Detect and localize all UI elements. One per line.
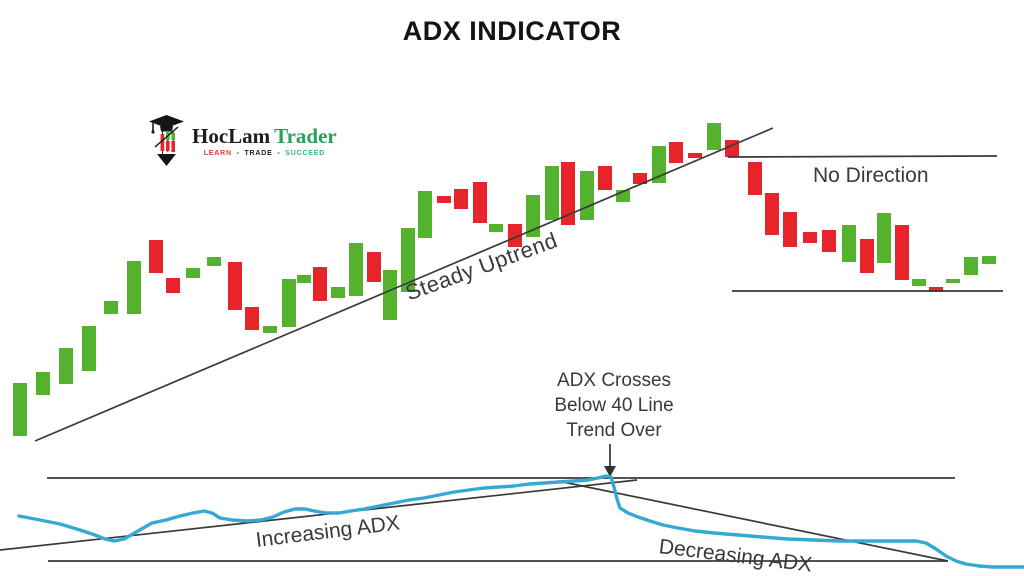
candle-down [561, 162, 575, 225]
adx-crosses-line3: Trend Over [566, 420, 662, 441]
candle-up [946, 279, 960, 283]
adx-crosses-line2: Below 40 Line [554, 395, 674, 416]
candle-down [367, 252, 381, 282]
candle-down [748, 162, 762, 195]
candle-down [245, 307, 259, 330]
candle-up [36, 372, 50, 395]
candle-down [895, 225, 909, 280]
candle-up [263, 326, 277, 333]
candle-down [598, 166, 612, 190]
label-adx-crosses-annotation: ADX Crosses Below 40 Line Trend Over [536, 368, 692, 443]
candle-up [842, 225, 856, 262]
candle-down [822, 230, 836, 252]
tagline-trade: TRADE [244, 150, 273, 157]
brand-name-primary: HocLam [192, 124, 271, 148]
candle-up [580, 171, 594, 220]
candle-down [313, 267, 327, 301]
candle-up [127, 261, 141, 314]
candle-up [331, 287, 345, 298]
candle-up [59, 348, 73, 384]
graduation-cap-candles-icon [149, 115, 184, 166]
candle-down [929, 287, 943, 292]
adx-falling-trendline [557, 480, 949, 562]
uptrend-line [34, 127, 774, 442]
candle-up [652, 146, 666, 183]
candle-up [526, 195, 540, 237]
candle-down [508, 224, 522, 247]
brand-tagline: LEARN - TRADE - SUCCEED [192, 150, 337, 157]
candle-up [82, 326, 96, 371]
candle-down [765, 193, 779, 235]
candle-up [186, 268, 200, 278]
candle-up [104, 301, 118, 314]
candle-up [418, 191, 432, 238]
tagline-separator: - [236, 150, 240, 157]
page-title: ADX INDICATOR [402, 16, 622, 46]
candle-down [149, 240, 163, 273]
candle-up [13, 383, 27, 436]
brand-name-secondary: Trader [274, 124, 337, 148]
candle-down [688, 153, 702, 158]
candle-up [383, 270, 397, 320]
candle-down [669, 142, 683, 163]
candle-up [545, 166, 559, 220]
candle-up [964, 257, 978, 275]
candle-down [166, 278, 180, 293]
candle-up [282, 279, 296, 327]
tagline-learn: LEARN [203, 150, 232, 157]
adx-crosses-line1: ADX Crosses [556, 370, 672, 391]
tagline-separator: - [277, 150, 281, 157]
candle-down [860, 239, 874, 273]
candle-down [454, 189, 468, 209]
candle-up [297, 275, 311, 283]
no-direction-top-line [727, 155, 998, 158]
candle-down [228, 262, 242, 310]
candle-up [982, 256, 996, 264]
candle-up [349, 243, 363, 296]
candle-down [473, 182, 487, 223]
candle-up [207, 257, 221, 266]
candle-up [912, 279, 926, 286]
candle-up [877, 213, 891, 263]
tagline-succeed: SUCCEED [285, 150, 326, 157]
candle-down [803, 232, 817, 243]
candle-down [633, 173, 647, 184]
label-no-direction: No Direction [813, 164, 929, 187]
candle-up [707, 123, 721, 150]
candle-down [437, 196, 451, 203]
arrow-down-icon [604, 466, 616, 477]
candle-up [489, 224, 503, 232]
adx-line [17, 474, 1024, 569]
candle-up [401, 228, 415, 292]
candle-down [783, 212, 797, 247]
